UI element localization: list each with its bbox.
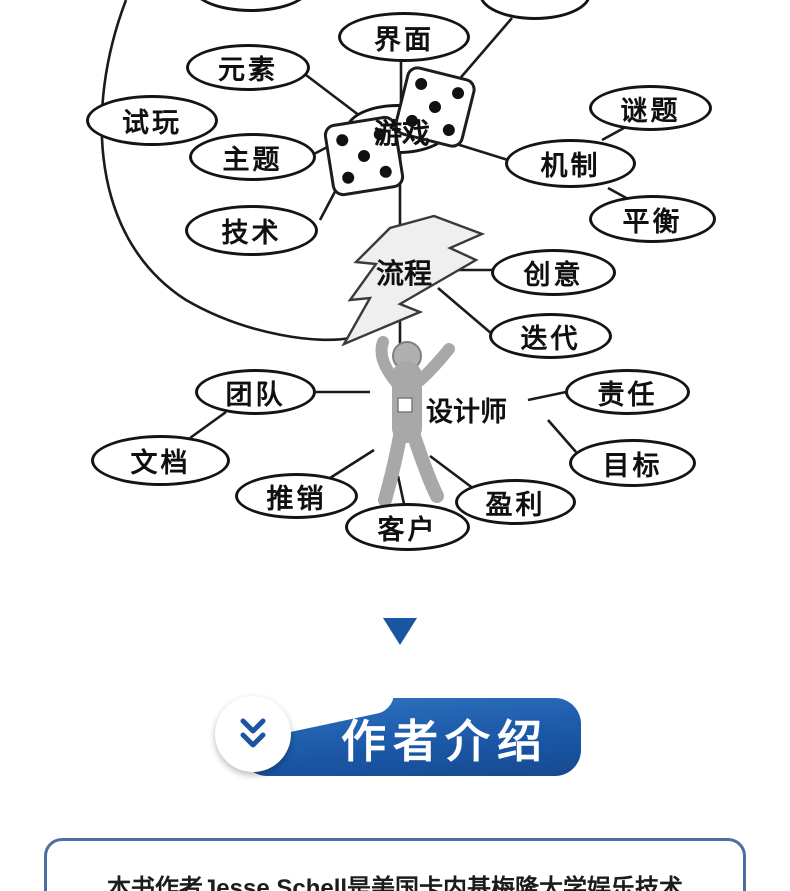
author-intro-banner: 作者介绍 bbox=[215, 668, 581, 782]
section-arrow-icon bbox=[383, 618, 417, 645]
dice-icon bbox=[323, 115, 405, 197]
banner-chevron-badge bbox=[215, 696, 291, 772]
node-label: 迭代 bbox=[520, 323, 581, 354]
node-label: 文档 bbox=[130, 448, 191, 478]
mindmap-node-playtest: 试玩 bbox=[86, 95, 218, 146]
node-label: 试玩 bbox=[122, 108, 182, 138]
node-label: 客户 bbox=[377, 514, 438, 545]
mindmap-node-creativity: 创意 bbox=[491, 249, 616, 296]
mindmap-node-promotion: 推销 bbox=[235, 473, 358, 519]
mindmap-node-customer: 客户 bbox=[345, 503, 470, 551]
mindmap-node-profit: 盈利 bbox=[455, 479, 576, 525]
mindmap-process-label: 流程 bbox=[375, 258, 432, 289]
mindmap-center-label: 游戏 bbox=[373, 118, 430, 149]
author-intro-card: 本书作者Jesse Schell是美国卡内基梅隆大学娱乐技术 bbox=[44, 838, 746, 891]
mindmap-node-mechanism: 机制 bbox=[505, 139, 636, 188]
node-label: 界面 bbox=[374, 24, 434, 55]
node-label: 机制 bbox=[540, 151, 601, 181]
designer-figure-icon bbox=[375, 336, 455, 507]
node-label: 元素 bbox=[218, 55, 278, 85]
mindmap-node-document: 文档 bbox=[91, 435, 230, 486]
node-label: 主题 bbox=[222, 144, 283, 175]
mindmap-node-puzzle: 谜题 bbox=[589, 85, 712, 131]
author-intro-text: 本书作者Jesse Schell是美国卡内基梅隆大学娱乐技术 bbox=[106, 875, 684, 891]
mindmap-node-element: 元素 bbox=[186, 44, 310, 91]
node-label: 谜题 bbox=[620, 95, 681, 126]
mindmap-node-balance: 平衡 bbox=[589, 195, 716, 243]
section-title: 作者介绍 bbox=[340, 715, 549, 767]
node-label: 责任 bbox=[597, 379, 658, 410]
mindmap-node-responsibility: 责任 bbox=[565, 369, 690, 415]
mindmap-designer-label: 设计师 bbox=[426, 397, 507, 427]
mindmap-node-interface: 界面 bbox=[338, 12, 470, 62]
node-label: 团队 bbox=[225, 379, 286, 410]
mindmap-node-team: 团队 bbox=[195, 369, 316, 415]
lightning-bolt-icon bbox=[341, 214, 486, 347]
node-label: 盈利 bbox=[485, 489, 546, 520]
node-label: 技术 bbox=[221, 218, 282, 248]
double-chevron-down-icon bbox=[240, 718, 266, 748]
node-label: 创意 bbox=[523, 260, 584, 290]
node-label: 平衡 bbox=[622, 206, 683, 237]
node-label: 推销 bbox=[266, 483, 327, 514]
dice-icon bbox=[394, 66, 476, 148]
mindmap-node-technology: 技术 bbox=[185, 205, 318, 256]
mindmap-node-goal: 目标 bbox=[569, 439, 696, 487]
mindmap-node-iteration: 迭代 bbox=[489, 313, 612, 359]
mindmap-node-theme: 主题 bbox=[189, 133, 316, 181]
node-label: 目标 bbox=[602, 450, 663, 481]
